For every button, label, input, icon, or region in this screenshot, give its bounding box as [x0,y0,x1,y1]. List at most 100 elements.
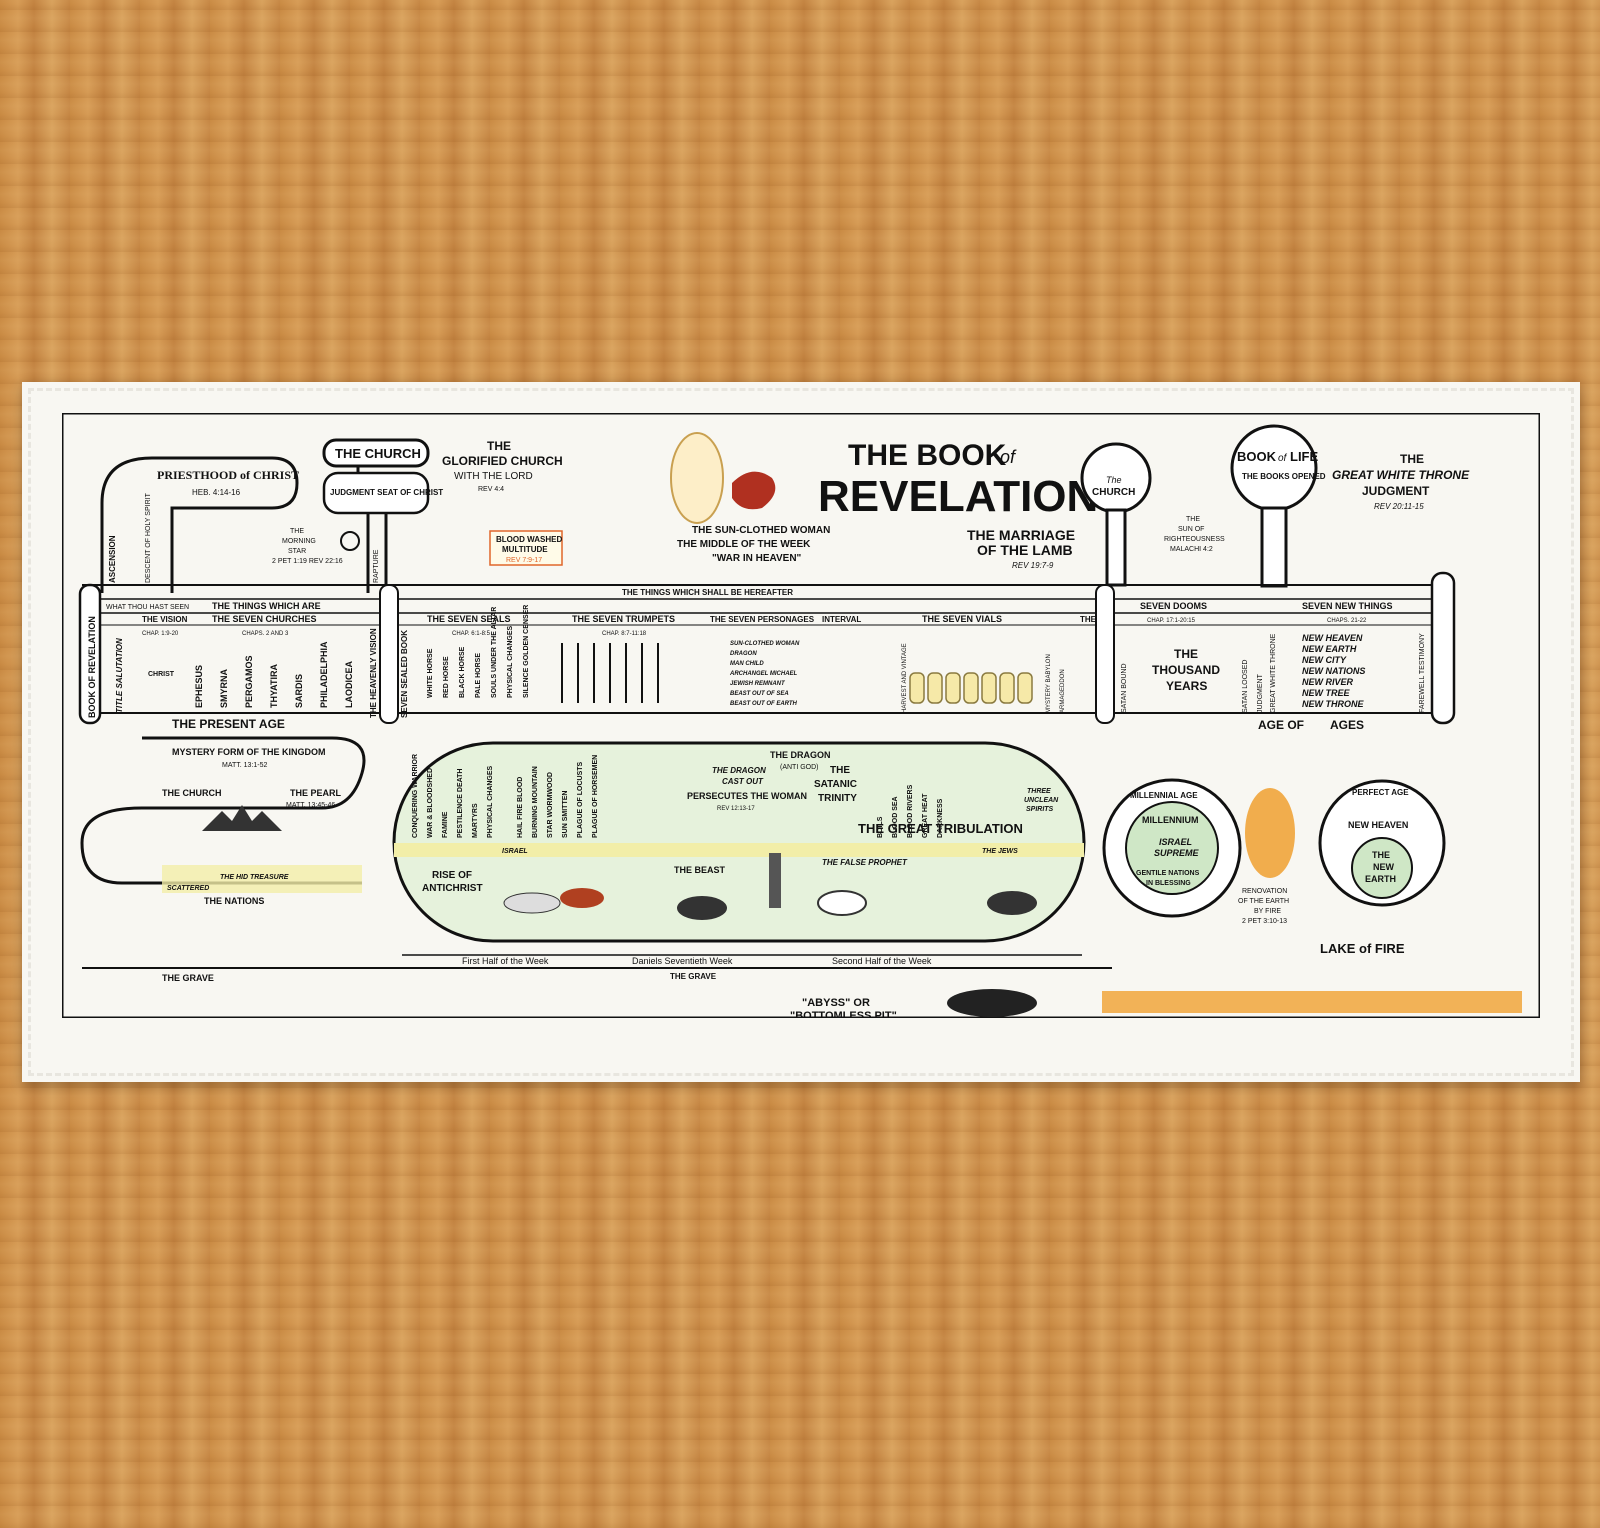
seal-item: SILENCE GOLDEN CENSER [523,605,530,698]
seal-effect-item: WAR & BLOODSHED [427,768,434,838]
morning-star-1: THE [290,528,304,535]
vertical-babylon: MYSTERY BABYLON [1046,654,1052,713]
millennial-age: MILLENNIAL AGE [1130,791,1198,800]
spirits-1: THREE [1027,788,1051,795]
are-label: THE THINGS WHICH ARE [212,601,321,611]
glorified-ref: REV 4:4 [478,486,504,493]
sun-3: RIGHTEOUSNESS [1164,536,1225,543]
perfect-earth-2: NEW [1373,862,1395,872]
vertical-armageddon: ARMAGEDDON [1060,669,1066,713]
the-label: THE [1080,615,1097,624]
seal-effect-item: PHYSICAL CHANGES [487,765,494,838]
great-trib-label: THE GREAT TRIBULATION [858,821,1023,836]
new-thing-item: NEW RIVER [1302,677,1354,687]
gwt-2: GREAT WHITE THRONE [1332,468,1470,482]
seal-item: WHITE HORSE [427,648,434,698]
trumpet-plague-item: BURNING MOUNTAIN [532,766,539,838]
book-of-life-3: LIFE [1290,449,1318,464]
sun-1: THE [1186,516,1200,523]
personage-item: DRAGON [730,651,757,657]
thousand-1: THE [1174,647,1198,661]
gentile-1: GENTILE NATIONS [1136,870,1200,877]
morning-star-3: STAR [288,548,306,555]
personage-item: ARCHANGEL MICHAEL [729,671,798,677]
church-laodicea: LAODICEA [344,661,354,709]
vials-icon [909,672,1033,704]
beast-label: THE BEAST [674,865,726,875]
vertical-sealed-book: SEVEN SEALED BOOK [400,630,409,718]
glorified-church-1: THE [487,439,511,453]
abyss-2: "BOTTOMLESS PIT" [790,1010,897,1018]
perfect-age: PERFECT AGE [1352,788,1409,797]
priesthood-ref: HEB. 4:14-16 [192,488,241,497]
nations-label: THE NATIONS [204,896,264,906]
marriage-1: THE MARRIAGE [967,527,1075,543]
star-icon [340,531,360,551]
woman-figure-icon [670,432,724,524]
chap-dooms: CHAP. 17:1-20:15 [1147,618,1196,624]
church-thyatira: THYATIRA [269,663,279,708]
thousand-2: THOUSAND [1152,663,1220,677]
marriage-ref: REV 19:7-9 [1012,561,1054,570]
present-church-label: THE CHURCH [162,788,222,798]
lake-of-fire-icon [1102,991,1522,1013]
figures-icon [503,853,1037,920]
fire-icon [1245,788,1295,878]
morning-star-ref: 2 PET 1:19 REV 22:16 [272,558,343,565]
trinity-2: SATANIC [814,779,857,790]
spirits-3: SPIRITS [1026,806,1054,813]
new-thing-item: NEW NATIONS [1302,666,1365,676]
grave-1: THE GRAVE [162,973,214,983]
seal-item: PHYSICAL CHANGES [507,625,514,698]
chap-vision: CHAP. 1:9-20 [142,631,179,637]
first-half: First Half of the Week [462,956,549,966]
dragon-2: (ANTI GOD) [780,764,819,771]
seal-effect-item: FAMINE [442,811,449,838]
second-half: Second Half of the Week [832,956,932,966]
seals-label: THE SEVEN SEALS [427,614,511,624]
trinity-3: TRINITY [818,793,857,804]
millennium-label: MILLENNIUM [1142,815,1199,825]
vertical-descent: DESCENT OF HOLY SPIRIT [145,492,152,583]
spirits-2: UNCLEAN [1024,797,1059,804]
israel-supreme-1: ISRAEL [1159,837,1192,847]
seal-item: RED HORSE [443,656,450,698]
hereafter-label: THE THINGS WHICH SHALL BE HEREAFTER [622,588,793,597]
sun-2: SUN OF [1178,526,1204,533]
title-of: of [1000,447,1017,467]
dragon-1: THE DRAGON [770,750,831,760]
new-things-label: SEVEN NEW THINGS [1302,601,1393,611]
blood-washed-ref: REV 7:9-17 [506,557,542,564]
woman-label-1: THE SUN-CLOTHED WOMAN [692,525,830,536]
vertical-ascension: ASCENSION [108,535,117,583]
rise-1: RISE OF [432,870,472,881]
seal-item: SOULS UNDER THE ALTAR [491,607,498,698]
daniels-week: Daniels Seventieth Week [632,956,733,966]
church-smyrna: SMYRNA [219,668,229,708]
gwt-3: JUDGMENT [1362,484,1430,498]
ages-label: AGES [1330,718,1364,732]
age-of-label: AGE OF [1258,718,1304,732]
gwt-ref: REV 20:11-15 [1374,502,1424,511]
book-of-life-2: of [1278,453,1288,464]
mystery-label: MYSTERY FORM OF THE KINGDOM [172,747,326,757]
marriage-2: OF THE LAMB [977,542,1073,558]
personages-label: THE SEVEN PERSONAGES [710,615,815,624]
church-label-top: THE CHURCH [335,446,421,461]
seal-item: PALE HORSE [475,653,482,698]
persecutes-label: PERSECUTES THE WOMAN [687,791,807,801]
renovation-ref: 2 PET 3:10-13 [1242,918,1287,925]
vials-label: THE SEVEN VIALS [922,614,1002,624]
vertical-gwt: GREAT WHITE THRONE [1270,633,1277,713]
christ-label: CHRIST [148,671,175,678]
church-philadelphia: PHILADELPHIA [319,641,329,708]
vial-item: BLOOD SEA [892,796,899,838]
church-badge-2: CHURCH [1092,487,1135,498]
judgment-seat-label: JUDGMENT SEAT OF CHRIST [330,488,443,497]
pearl-label: THE PEARL [290,788,342,798]
vertical-satan-loosed: SATAN LOOSED [1242,660,1249,713]
interval-label: INTERVAL [822,615,861,624]
